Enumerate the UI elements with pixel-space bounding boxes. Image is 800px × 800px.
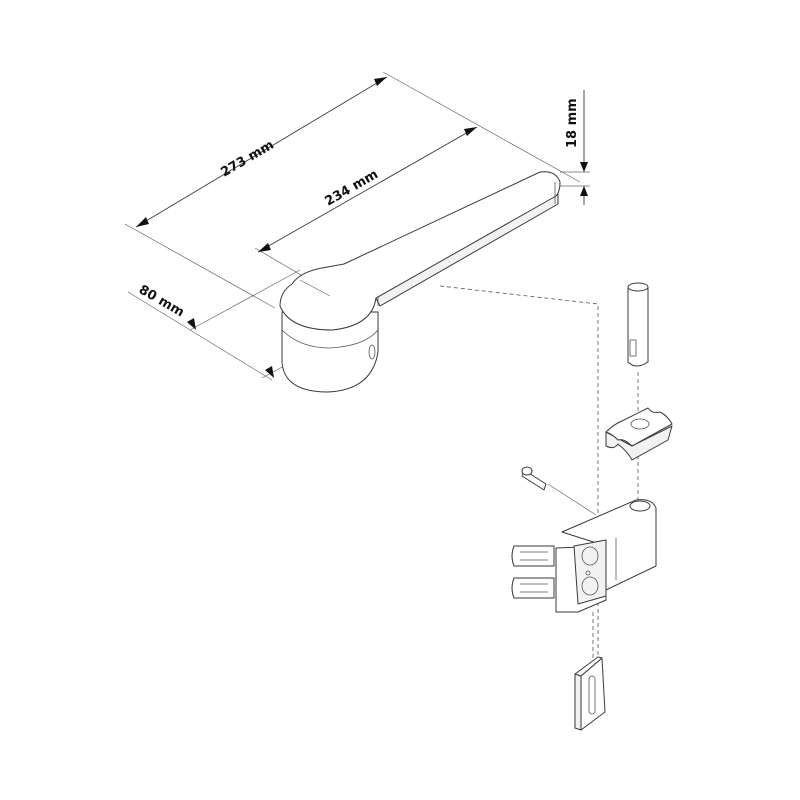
dimension-18: 18 mm [560, 90, 590, 205]
support-arm [279, 171, 561, 393]
wall-bracket [511, 499, 657, 613]
wall-anchor-lower [511, 577, 555, 599]
wall-anchor-upper [511, 545, 555, 567]
assembly-guide-lines [439, 285, 639, 660]
set-screw [521, 466, 547, 491]
spacer-block [605, 407, 673, 461]
dimension-234-label: 234 mm [323, 167, 381, 209]
dimension-18-label: 18 mm [565, 98, 580, 148]
cover-plate [574, 656, 606, 731]
pin [627, 282, 649, 367]
dimension-273-label: 273 mm [218, 138, 276, 181]
